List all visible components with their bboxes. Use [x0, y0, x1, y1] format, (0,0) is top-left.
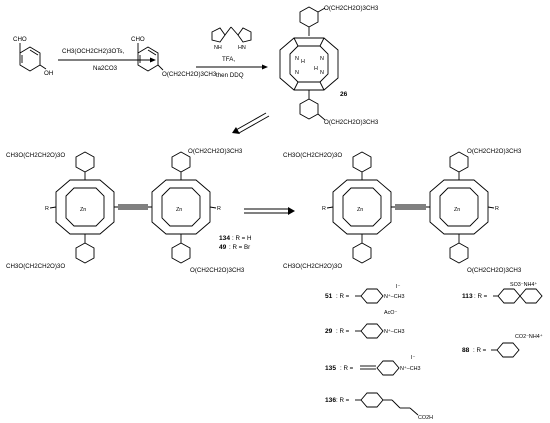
substituent-29: AcO⁻ 29 : R = N⁺–CH3 [325, 310, 405, 339]
dipyrromethane: NH HN [211, 26, 252, 51]
left-dimer-chain-bottom-left: CH3O(CH2CH2O)3O [6, 263, 65, 270]
right-dimer: CH3O(CH2CH2O)3O O(CH2CH2O)3CH3 Zn R Zn R… [283, 148, 522, 274]
left-dimer-r2: R [217, 206, 221, 212]
substituent-88-num: 88 [462, 347, 470, 354]
substituent-51: 51 : R = N⁺–CH3 I⁻ [325, 284, 405, 304]
substituent-51-group: N⁺–CH3 [384, 294, 405, 300]
ether-chain-label: O(CH2CH2O)3CH3 [162, 71, 217, 78]
substituent-29-r: : R = [336, 328, 350, 335]
porphyrin-26-n3: N [295, 70, 299, 76]
porphyrin-26-n4: N [320, 70, 324, 76]
left-dimer-zn1: Zn [80, 207, 86, 213]
right-dimer-r2: R [495, 206, 499, 212]
substituent-136: 136 : R = CO2H [325, 392, 433, 421]
porphyrin-26: O(CH2CH2O)3CH3 N N N N H H 26 O(CH2CH2O)… [279, 5, 379, 126]
substituent-88: 88 : R = CO2⁻NH4⁺ [462, 334, 543, 358]
right-dimer-chain-top-right: O(CH2CH2O)3CH3 [467, 148, 522, 155]
aldehyde-ether: CHO O(CH2CH2O)3CH3 [131, 36, 217, 78]
right-dimer-chain-bottom-right: O(CH2CH2O)3CH3 [467, 267, 522, 274]
reagents-line2: Na2CO3 [93, 65, 118, 72]
compound-134-r: : R = H [232, 235, 251, 242]
substituent-113: 113 : R = SO3⁻NH4⁺ [462, 282, 543, 304]
left-dimer-chain-top-left: CH3O(CH2CH2O)3O [6, 152, 65, 159]
hydroxyl-label: OH [44, 70, 53, 77]
substituent-88-r: : R = [473, 347, 487, 354]
substituent-135-r: : R = [340, 365, 354, 372]
left-dimer: CH3O(CH2CH2O)3O O(CH2CH2O)3CH3 Zn R Zn R… [6, 148, 251, 274]
substituent-29-group: N⁺–CH3 [384, 329, 405, 335]
compound-49-r: : R = Br [229, 244, 250, 251]
substituent-136-num: 136 [325, 397, 336, 404]
right-dimer-r1: R [322, 206, 326, 212]
right-dimer-zn2: Zn [454, 207, 460, 213]
porphyrin-26-top-chain: O(CH2CH2O)3CH3 [324, 5, 379, 12]
porphyrin-26-n: N [295, 56, 299, 62]
compound-49-label: 49 [219, 244, 227, 251]
left-dimer-chain-top-right: O(CH2CH2O)3CH3 [188, 148, 243, 155]
porphyrin-26-h1: H [301, 59, 305, 65]
substituent-51-counterion: I⁻ [396, 284, 400, 290]
compound-134-label: 134 [219, 235, 230, 242]
substituent-51-r: : R = [336, 293, 350, 300]
substituent-135-num: 135 [325, 365, 336, 372]
substituent-135-group: N⁺–CH3 [400, 366, 421, 372]
porphyrin-26-h2: H [314, 66, 318, 72]
reagents-line1: CH3(OCH2CH2)3OTs, [62, 48, 125, 55]
substituent-29-counterion: AcO⁻ [384, 310, 397, 316]
right-dimer-zn1: Zn [357, 207, 363, 213]
product-aldehyde-label: CHO [131, 36, 145, 43]
substituent-113-group: SO3⁻NH4⁺ [510, 282, 537, 288]
substituent-135: 135 : R = N⁺–CH3 I⁻ [325, 355, 421, 376]
hydroxybenzaldehyde: CHO OH [13, 36, 53, 77]
hn-label: HN [238, 45, 246, 51]
substituent-136-r: : R = [336, 397, 350, 404]
porphyrin-26-bottom-chain: O(CH2CH2O)3CH3 [324, 119, 379, 126]
ddq-label: then DDQ [216, 72, 244, 79]
substituent-29-num: 29 [325, 328, 333, 335]
substituent-113-num: 113 [462, 293, 473, 300]
tfa-label: TFA, [222, 56, 235, 63]
substituent-113-r: : R = [474, 293, 488, 300]
nh-label: NH [214, 45, 222, 51]
substituent-135-counterion: I⁻ [411, 355, 415, 361]
right-dimer-chain-bottom-left: CH3O(CH2CH2O)3O [283, 263, 342, 270]
left-dimer-zn2: Zn [176, 207, 182, 213]
left-dimer-r1: R [45, 206, 49, 212]
arrow-to-dimer [235, 112, 267, 131]
substituent-136-group: CO2H [418, 415, 433, 421]
compound-26-label: 26 [340, 91, 348, 98]
substituent-88-group: CO2⁻NH4⁺ [515, 334, 543, 340]
aldehyde-label: CHO [13, 36, 27, 43]
left-dimer-chain-bottom-right: O(CH2CH2O)3CH3 [190, 267, 245, 274]
substituent-51-num: 51 [325, 293, 333, 300]
right-dimer-chain-top-left: CH3O(CH2CH2O)3O [283, 152, 342, 159]
porphyrin-26-n2: N [320, 56, 324, 62]
